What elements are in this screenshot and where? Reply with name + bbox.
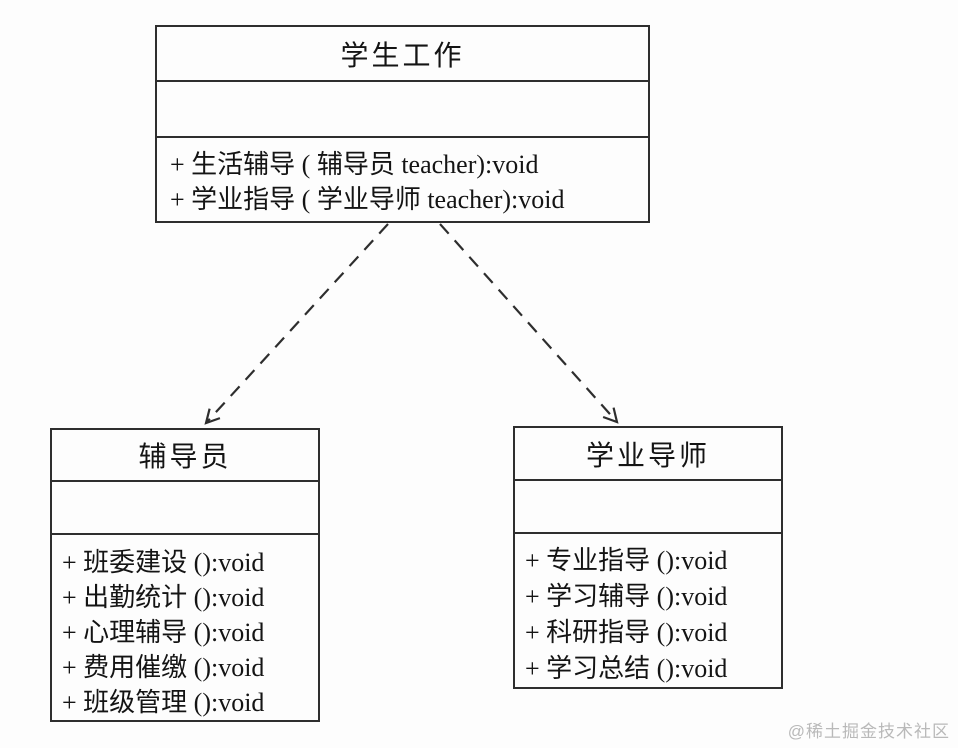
- method-line: + 学习总结 ():void: [525, 654, 728, 683]
- class-methods-student-work: + 生活辅导 ( 辅导员 teacher):void + 学业指导 ( 学业导师…: [157, 138, 648, 221]
- method-line: + 心理辅导 ():void: [62, 618, 265, 647]
- class-name-academic-advisor: 学业导师: [515, 428, 781, 481]
- method-line: + 出勤统计 ():void: [62, 583, 265, 612]
- method-line: + 专业指导 ():void: [525, 546, 728, 575]
- watermark: @稀土掘金技术社区: [787, 722, 950, 741]
- class-name-student-work: 学生工作: [157, 27, 648, 82]
- method-line: + 费用催缴 ():void: [62, 653, 265, 682]
- class-box-student-work: 学生工作 + 生活辅导 ( 辅导员 teacher):void + 学业指导 (…: [155, 25, 650, 223]
- dependency-arrow-to-academic-advisor: [439, 223, 619, 424]
- method-line: + 生活辅导 ( 辅导员 teacher):void: [170, 150, 539, 179]
- method-line: + 学习辅导 ():void: [525, 582, 728, 611]
- class-name-counselor: 辅导员: [52, 430, 318, 482]
- method-line: + 科研指导 ():void: [525, 618, 728, 647]
- class-methods-counselor: + 班委建设 ():void + 出勤统计 ():void + 心理辅导 ():…: [52, 535, 318, 720]
- class-attributes-empty: [157, 82, 648, 138]
- class-methods-academic-advisor: + 专业指导 ():void + 学习辅导 ():void + 科研指导 ():…: [515, 534, 781, 687]
- dependency-arrow-to-counselor: [204, 223, 389, 425]
- method-line: + 班级管理 ():void: [62, 688, 265, 717]
- class-attributes-empty: [515, 481, 781, 534]
- method-line: + 班委建设 ():void: [62, 548, 265, 577]
- method-line: + 学业指导 ( 学业导师 teacher):void: [170, 185, 565, 214]
- class-attributes-empty: [52, 482, 318, 535]
- class-box-counselor: 辅导员 + 班委建设 ():void + 出勤统计 ():void + 心理辅导…: [50, 428, 320, 722]
- class-box-academic-advisor: 学业导师 + 专业指导 ():void + 学习辅导 ():void + 科研指…: [513, 426, 783, 689]
